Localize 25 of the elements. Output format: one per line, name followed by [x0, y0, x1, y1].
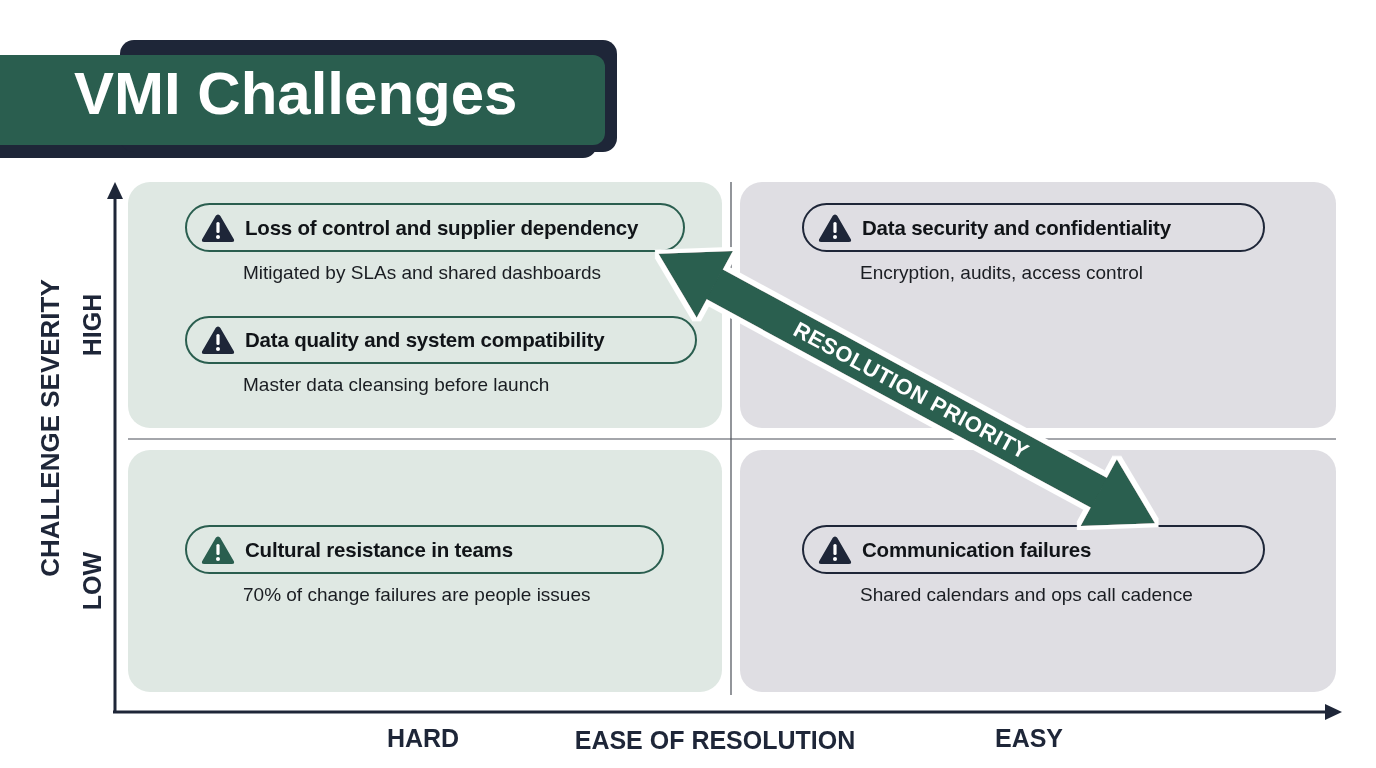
- challenge-title: Data security and confidentiality: [862, 215, 1171, 240]
- challenge-title: Loss of control and supplier dependency: [245, 215, 639, 240]
- axis-title: CHALLENGE SEVERITY: [37, 279, 63, 577]
- note-text: Encryption, audits, access control: [860, 262, 1144, 284]
- quadrant-panel: [128, 450, 722, 692]
- note-text: Shared calendars and ops call cadence: [860, 584, 1193, 606]
- note-text: Mitigated by SLAs and shared dashboards: [243, 262, 602, 284]
- title: VMI Challenges: [74, 64, 518, 124]
- note-text: 70% of change failures are people issues: [243, 584, 591, 606]
- challenge-title: Communication failures: [862, 537, 1092, 562]
- quadrant-panel: [128, 182, 722, 428]
- challenge-title: Cultural resistance in teams: [245, 537, 513, 562]
- axis-title: EASE OF RESOLUTION: [574, 727, 856, 753]
- challenge-pill: [185, 525, 664, 574]
- note-text: Master data cleansing before launch: [243, 374, 550, 396]
- challenge-title: Data quality and system compatibility: [245, 328, 605, 352]
- axis-label: HARD: [386, 725, 460, 751]
- block-arrow: [658, 250, 1155, 527]
- challenge-pill: [802, 525, 1265, 574]
- axis-label: EASY: [994, 725, 1064, 751]
- axis-label: LOW: [79, 551, 105, 611]
- axis-label: HIGH: [79, 293, 105, 357]
- challenge-pill: [185, 203, 685, 252]
- challenge-pill: [802, 203, 1265, 252]
- challenge-pill: [185, 316, 697, 364]
